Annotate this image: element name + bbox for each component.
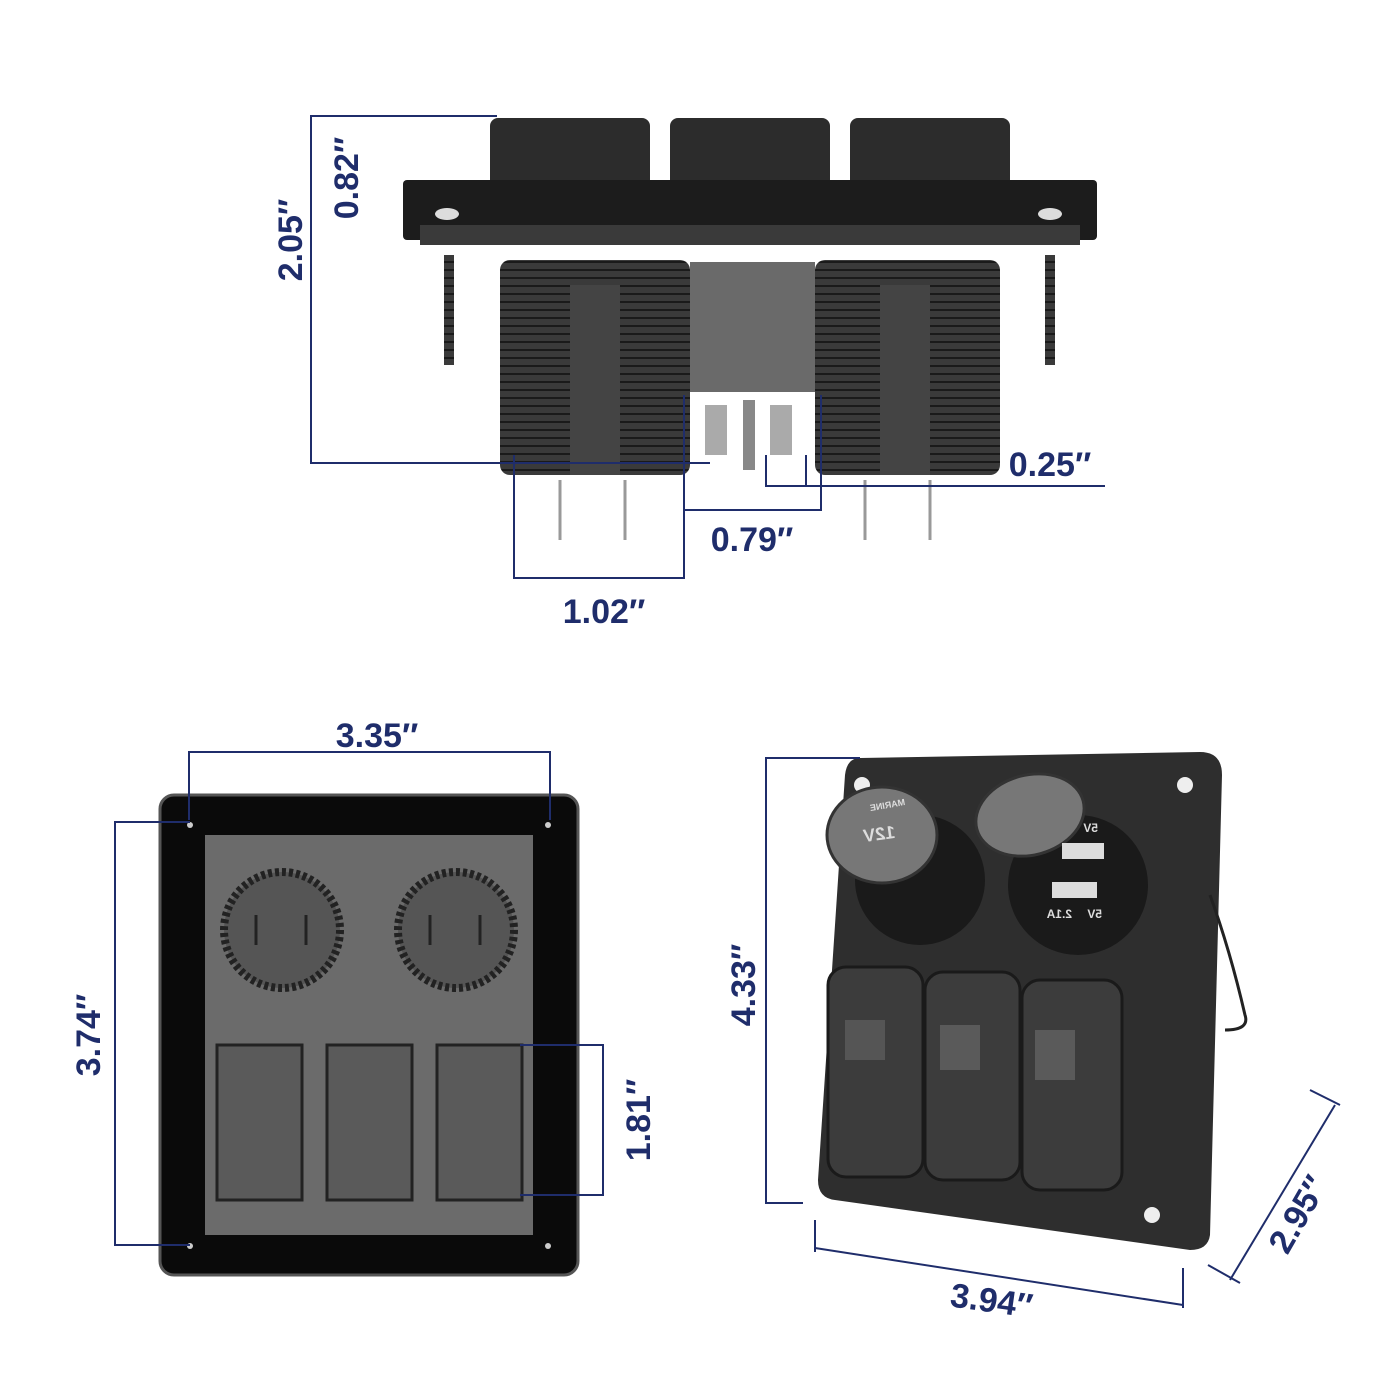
dim-width: 3.94″ (948, 1277, 1035, 1326)
dim-hole-spacing-width: 3.35″ (336, 717, 418, 755)
switch-rear (325, 1043, 414, 1202)
terminal (705, 405, 727, 455)
dim-hole-spacing-height: 3.74″ (70, 994, 108, 1076)
usb-port (1062, 843, 1104, 859)
mount-hole (435, 208, 459, 220)
rocker-switch (923, 970, 1022, 1182)
screw (1045, 255, 1055, 365)
wire (1208, 894, 1248, 1032)
usb-current-marking: 2.1A (1046, 907, 1072, 921)
usb-voltage-marking: 5V (1087, 907, 1102, 921)
mount-hole (545, 822, 551, 828)
mount-hole (187, 822, 193, 828)
dim-depth: 2.95″ (1261, 1169, 1335, 1259)
back-view-dimensions: 3.35″ 3.74″ 1.81″ (70, 717, 658, 1246)
dim-total-height: 2.05″ (272, 199, 310, 281)
dim-top-height: 0.82″ (328, 137, 366, 219)
dim-switch-height: 1.81″ (620, 1079, 658, 1161)
socket-rear (220, 868, 344, 992)
switch-led (1035, 1030, 1075, 1080)
switch-rear (215, 1043, 304, 1202)
dim-socket-width: 1.02″ (563, 593, 645, 631)
mount-hole (1038, 208, 1062, 220)
mount-hole (1144, 1207, 1160, 1223)
screw (444, 255, 454, 365)
dim-gap-width: 0.79″ (711, 521, 793, 559)
switch-led (940, 1025, 980, 1070)
switch-led (845, 1020, 885, 1060)
rocker-switch (826, 965, 925, 1179)
usb-top-marking: 5V (1083, 821, 1098, 835)
dim-height: 4.33″ (725, 944, 763, 1026)
socket-cap (825, 785, 939, 885)
dim-terminal-width: 0.25″ (1009, 446, 1091, 484)
mount-hole (545, 1243, 551, 1249)
usb-port (1052, 882, 1097, 898)
front-view-product: 12V MARINE 5V 2.1A 5V (818, 752, 1248, 1250)
side-view-dimensions: 2.05″ 0.82″ 0.25″ 0.79″ 1.02″ (272, 115, 1105, 631)
side-view-product (403, 118, 1097, 540)
usb-cap (974, 772, 1086, 858)
socket-cap-marking: 12V (862, 822, 897, 846)
socket-rear (394, 868, 518, 992)
terminal (770, 405, 792, 455)
switch-body (690, 262, 815, 392)
mount-hole (1177, 777, 1193, 793)
switch-rear (435, 1043, 524, 1202)
rocker-switch (1020, 978, 1124, 1192)
back-view-product (158, 793, 580, 1277)
